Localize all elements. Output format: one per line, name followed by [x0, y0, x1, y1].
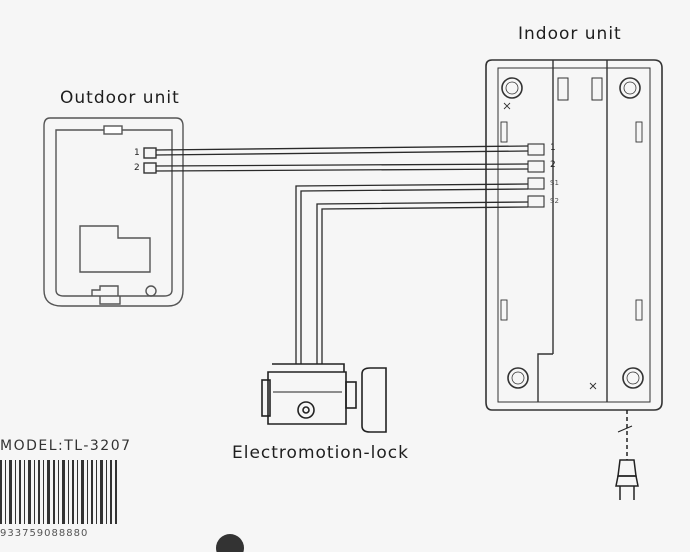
indoor-terminal-s1: S1 — [550, 179, 559, 187]
indoor-terminal-s2: S2 — [550, 197, 559, 205]
barcode-number: 933759088880 — [0, 528, 89, 539]
electromotion-lock — [261, 363, 387, 433]
outdoor-indoor-wires — [155, 145, 529, 172]
barcode — [0, 460, 117, 524]
outdoor-terminal-2: 2 — [134, 163, 140, 173]
outdoor-terminal-1: 1 — [134, 148, 140, 158]
outdoor-unit-label: Outdoor unit — [60, 88, 180, 108]
indoor-terminal-2: 2 — [550, 160, 556, 170]
indoor-unit-label: Indoor unit — [518, 24, 622, 44]
outdoor-unit — [43, 117, 184, 307]
lock-label: Electromotion-lock — [232, 443, 409, 463]
indoor-unit — [485, 59, 663, 411]
indoor-terminal-1: 1 — [550, 143, 556, 153]
recycle-icon — [216, 534, 244, 552]
lock-wires — [295, 183, 529, 364]
model-label: MODEL:TL-3207 — [0, 438, 132, 454]
power-plug — [615, 410, 639, 500]
